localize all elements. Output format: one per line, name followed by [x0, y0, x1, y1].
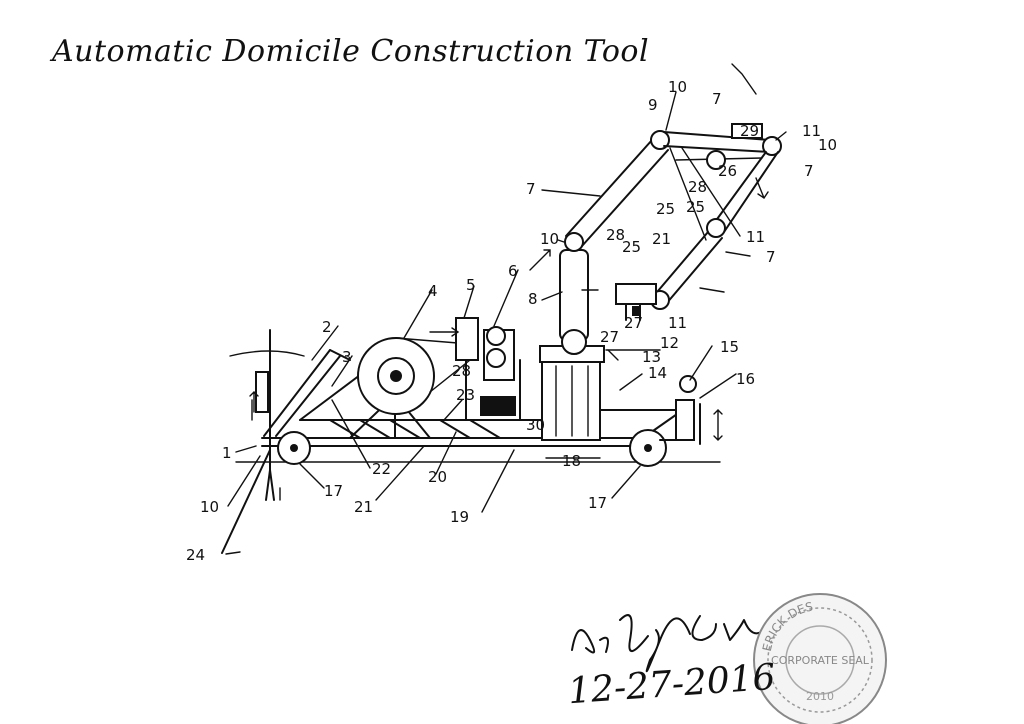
motion-arrows — [249, 63, 769, 501]
label-7b: 7 — [712, 90, 722, 108]
seal-text-bottom: 2010 — [806, 690, 834, 703]
label-12: 12 — [660, 334, 679, 352]
label-2: 2 — [322, 318, 332, 336]
front-mast — [221, 329, 305, 554]
front-wheel — [277, 431, 311, 465]
label-21b: 21 — [652, 230, 671, 248]
material-spool — [357, 337, 471, 415]
label-15: 15 — [720, 338, 739, 356]
label-8: 8 — [528, 290, 538, 308]
label-24: 24 — [186, 546, 205, 564]
label-7a: 7 — [526, 180, 536, 198]
label-4: 4 — [428, 282, 438, 300]
label-3: 3 — [342, 348, 352, 366]
label-21a: 21 — [354, 498, 373, 516]
label-28c: 28 — [688, 178, 707, 196]
label-30: 30 — [526, 416, 545, 434]
label-10b: 10 — [818, 136, 837, 154]
label-23: 23 — [456, 386, 475, 404]
label-10a: 10 — [668, 78, 687, 96]
label-6: 6 — [508, 262, 518, 280]
corporate-seal: ERICK DES CORPORATE SEAL 2010 — [753, 593, 887, 724]
label-26: 26 — [718, 162, 737, 180]
seal-text-mid: CORPORATE SEAL — [771, 654, 870, 667]
label-16: 16 — [736, 370, 755, 388]
label-19: 19 — [450, 508, 469, 526]
part-labels: 1 2 3 4 5 6 7 7 7 7 8 9 10 10 10 10 11 1… — [186, 78, 837, 564]
label-7d: 7 — [766, 248, 776, 266]
label-17b: 17 — [588, 494, 607, 512]
label-5: 5 — [466, 276, 476, 294]
label-28b: 28 — [452, 362, 471, 380]
label-22: 22 — [372, 460, 391, 478]
rear-wheel — [629, 429, 667, 467]
label-11b: 11 — [746, 228, 765, 246]
label-27a: 27 — [624, 314, 643, 332]
label-18: 18 — [562, 452, 581, 470]
feed-unit — [455, 317, 521, 421]
label-17a: 17 — [324, 482, 343, 500]
label-11c: 11 — [668, 314, 687, 332]
label-9: 9 — [648, 96, 658, 114]
base-housing — [539, 345, 605, 441]
label-25c: 25 — [656, 200, 675, 218]
label-27b: 27 — [600, 328, 619, 346]
robotic-arm — [559, 123, 782, 355]
signature — [571, 614, 765, 673]
label-28a: 28 — [606, 226, 625, 244]
label-29: 29 — [740, 122, 759, 140]
label-10d: 10 — [200, 498, 219, 516]
label-10c: 10 — [540, 230, 559, 248]
label-13: 13 — [642, 348, 661, 366]
drawing-title: Automatic Domicile Construction Tool — [52, 34, 650, 69]
label-25b: 25 — [686, 198, 705, 216]
leader-lines — [225, 91, 787, 555]
label-14: 14 — [648, 364, 667, 382]
label-7c: 7 — [804, 162, 814, 180]
label-11a: 11 — [802, 122, 821, 140]
label-1: 1 — [222, 444, 232, 462]
label-20: 20 — [428, 468, 447, 486]
chassis-frame — [261, 349, 691, 447]
rear-tool-unit — [659, 375, 701, 445]
label-25a: 25 — [622, 238, 641, 256]
